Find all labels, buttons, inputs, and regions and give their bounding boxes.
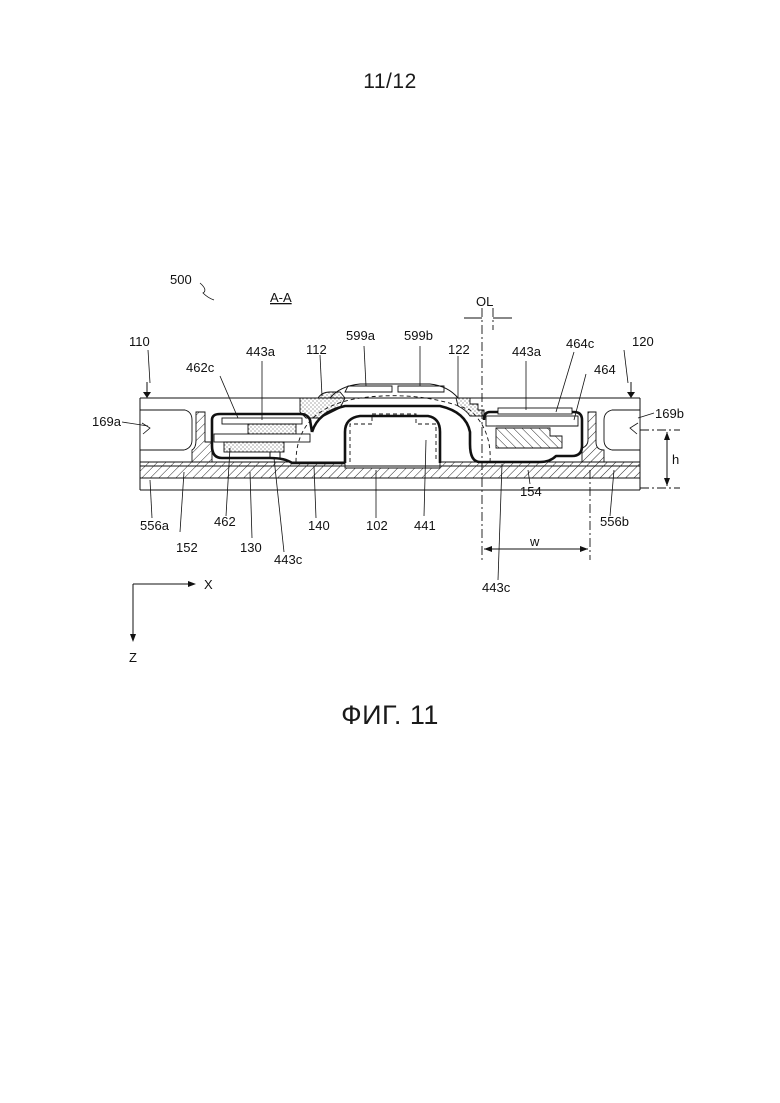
label-w: w [529,534,540,549]
label-120: 120 [632,334,654,349]
label-ol: OL [476,294,493,309]
label-102: 102 [366,518,388,533]
label-599b: 599b [404,328,433,343]
label-556b: 556b [600,514,629,529]
label-443c-left: 443c [274,552,303,567]
label-152: 152 [176,540,198,555]
label-122: 122 [448,342,470,357]
right-assembly [484,408,640,462]
label-441: 441 [414,518,436,533]
label-section-aa: A-A [270,290,292,305]
label-464: 464 [594,362,616,377]
label-556a: 556a [140,518,170,533]
label-443a-right: 443a [512,344,542,359]
label-464c: 464c [566,336,595,351]
label-130: 130 [240,540,262,555]
label-599a: 599a [346,328,376,343]
axis-z-label: Z [129,650,137,665]
label-169a: 169a [92,414,122,429]
axis-indicator: X Z [129,577,213,665]
label-h: h [672,452,679,467]
figure-caption: ФИГ. 11 [0,700,780,731]
label-112: 112 [306,342,327,357]
label-140: 140 [308,518,330,533]
label-154: 154 [520,484,542,499]
label-462: 462 [214,514,236,529]
label-169b: 169b [655,406,684,421]
label-110: 110 [129,334,150,349]
axis-x-label: X [204,577,213,592]
label-462c: 462c [186,360,215,375]
label-443a-left: 443a [246,344,276,359]
label-443c-right: 443c [482,580,511,595]
label-500: 500 [170,272,192,287]
